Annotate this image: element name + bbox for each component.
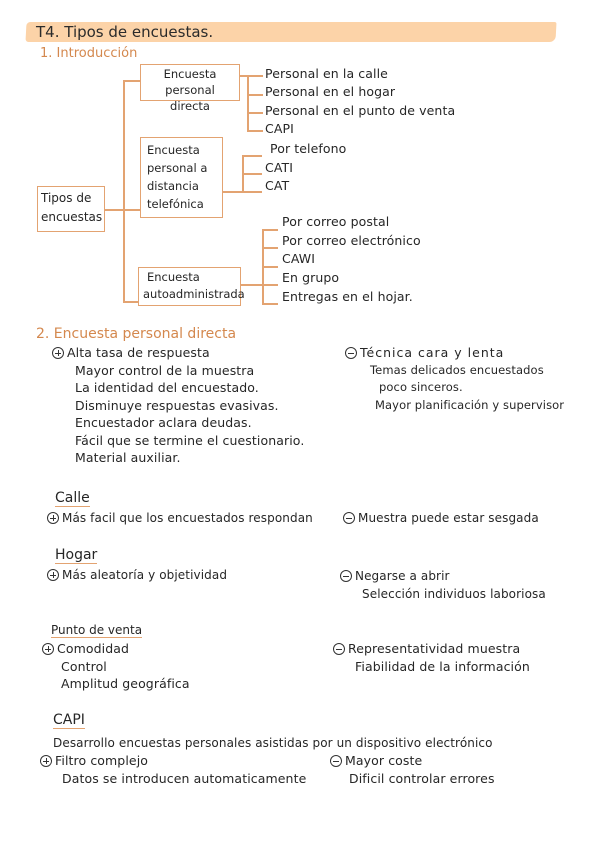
calle-cons: Muestra puede estar sesgada: [343, 511, 539, 525]
leaf-item: Personal en el punto de venta: [265, 103, 456, 118]
connector: [123, 80, 140, 82]
connector: [247, 112, 263, 114]
con-item: Representatividad muestra: [348, 641, 521, 656]
connector: [123, 209, 140, 211]
pro-item: Comodidad: [57, 641, 130, 656]
branch-label-line: telefónica: [147, 197, 204, 211]
plus-icon: [52, 347, 64, 359]
connector: [105, 209, 124, 211]
connector: [240, 75, 248, 77]
con-item: Mayor coste: [345, 753, 423, 768]
branch-label-line: autoadministrada: [143, 287, 245, 301]
connector: [123, 80, 125, 302]
punto-venta-pros: Comodidad Control Amplitud geográfica: [42, 640, 190, 693]
branch-node-self-administered: Encuesta autoadministrada: [138, 267, 245, 306]
plus-icon: [47, 569, 59, 581]
subsection-heading-hogar: Hogar: [55, 547, 98, 564]
con-item: poco sinceros.: [379, 380, 463, 394]
capi-description: Desarrollo encuestas personales asistida…: [53, 736, 493, 750]
leaf-item: En grupo: [282, 270, 340, 285]
minus-icon: [333, 643, 345, 655]
con-item: Dificil controlar errores: [349, 770, 495, 786]
root-node-label: Tipos de encuestas: [41, 191, 103, 224]
connector: [242, 155, 262, 157]
subsection-heading-calle: Calle: [55, 490, 90, 507]
con-item: Negarse a abrir: [355, 569, 450, 583]
branch-label-line: personal a: [147, 161, 208, 175]
capi-cons: Mayor coste Dificil controlar errores: [330, 752, 495, 787]
root-node: Tipos de encuestas: [37, 186, 105, 232]
connector: [247, 94, 263, 96]
connector: [247, 75, 249, 130]
branch-label-line: Encuesta: [147, 270, 200, 284]
connector: [262, 247, 278, 249]
connector: [247, 130, 263, 132]
capi-pros: Filtro complejo Datos se introducen auto…: [40, 752, 306, 787]
leaf-item: CAT: [265, 178, 290, 193]
branch-label-line: directa: [170, 99, 210, 113]
connector: [242, 191, 262, 193]
punto-venta-cons: Representatividad muestra Fiabilidad de …: [333, 640, 530, 675]
con-item: Selección individuos laboriosa: [362, 586, 546, 601]
leaf-item: Personal en la calle: [265, 66, 388, 81]
pro-item: Más aleatoría y objetividad: [62, 568, 228, 582]
connector: [123, 301, 140, 303]
plus-icon: [40, 755, 52, 767]
pro-item: Amplitud geográfica: [61, 676, 190, 691]
branch-node-direct: Encuesta personal directa: [140, 64, 240, 113]
branch-node-telephone: Encuesta personal a distancia telefónica: [140, 137, 223, 218]
subsection-heading-punto-de-venta: Punto de venta: [51, 623, 143, 638]
branch-label-line: Encuesta personal: [163, 67, 217, 97]
subsection-heading-capi: CAPI: [53, 712, 85, 729]
section-1-title: 1. Introducción: [40, 46, 138, 61]
hogar-cons: Negarse a abrir Selección individuos lab…: [340, 568, 546, 603]
plus-icon: [47, 512, 59, 524]
minus-icon: [340, 570, 352, 582]
leaf-item: Personal en el hogar: [265, 84, 396, 99]
con-item: Técnica cara y lenta: [360, 345, 505, 360]
pro-item: Mayor control de la muestra: [75, 362, 255, 378]
connector: [262, 266, 278, 268]
advantages-list: Alta tasa de respuesta Mayor control de …: [52, 344, 304, 467]
connector: [241, 284, 263, 286]
plus-icon: [42, 643, 54, 655]
connector: [247, 75, 263, 77]
minus-icon: [343, 512, 355, 524]
connector: [262, 303, 278, 305]
pro-item: Más facil que los encuestados respondan: [62, 511, 313, 525]
minus-icon: [330, 755, 342, 767]
con-item: Temas delicados encuestados: [370, 362, 544, 377]
branch-label-line: distancia: [147, 179, 199, 193]
section-2-title: 2. Encuesta personal directa: [36, 326, 237, 342]
connector: [262, 284, 278, 286]
leaf-item: Por correo postal: [282, 214, 390, 229]
pro-item: Datos se introducen automaticamente: [62, 770, 307, 786]
pro-item: Alta tasa de respuesta: [67, 345, 210, 360]
leaf-item: Por correo electrónico: [282, 233, 421, 248]
pro-item: Control: [61, 658, 107, 674]
pro-item: Disminuye respuestas evasivas.: [75, 397, 279, 413]
calle-pros: Más facil que los encuestados respondan: [47, 511, 313, 525]
con-item: Muestra puede estar sesgada: [358, 511, 539, 525]
minus-icon: [345, 347, 357, 359]
disadvantages-list: Técnica cara y lenta Temas delicados enc…: [345, 344, 564, 414]
pro-item: Fácil que se termine el cuestionario.: [75, 432, 305, 448]
connector: [223, 191, 243, 193]
branch-label-line: Encuesta: [147, 143, 200, 157]
con-item: Mayor planificación y supervisor: [375, 397, 565, 412]
page-title: T4. Tipos de encuestas.: [36, 23, 214, 41]
pro-item: Encuestador aclara deudas.: [75, 415, 252, 430]
leaf-item: CATI: [265, 160, 294, 175]
leaf-item: CAWI: [282, 251, 316, 266]
leaf-item: Por telefono: [270, 141, 347, 156]
leaf-item: Entregas en el hojar.: [282, 289, 413, 304]
connector: [262, 229, 278, 231]
leaf-item: CAPI: [265, 121, 294, 136]
con-item: Fiabilidad de la información: [355, 658, 530, 674]
pro-item: Filtro complejo: [55, 753, 149, 768]
pro-item: La identidad del encuestado.: [75, 380, 259, 395]
connector: [242, 173, 262, 175]
pro-item: Material auxiliar.: [75, 450, 181, 465]
hogar-pros: Más aleatoría y objetividad: [47, 568, 227, 582]
